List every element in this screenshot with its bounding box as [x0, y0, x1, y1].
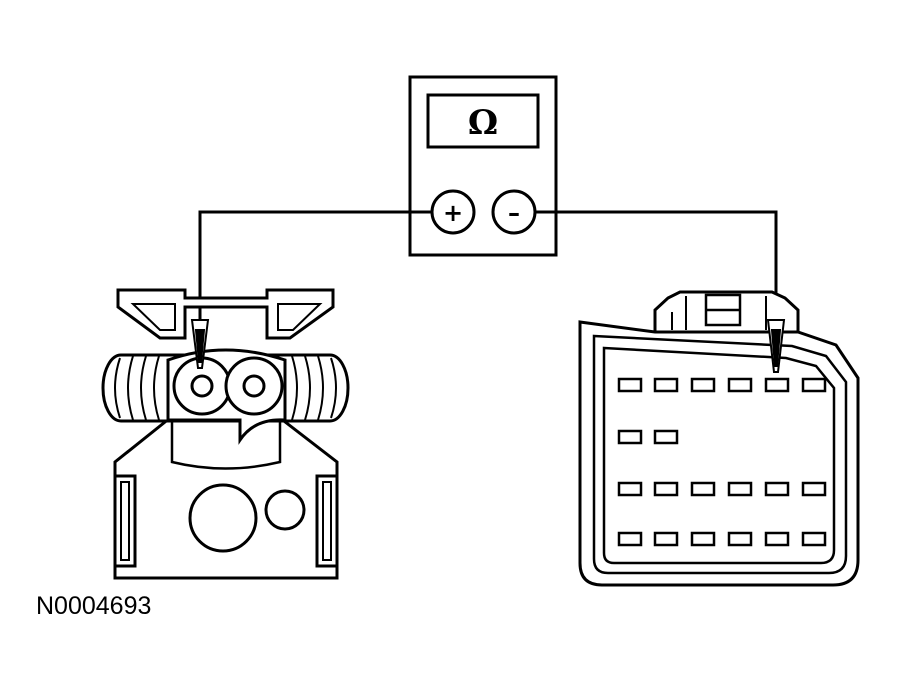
left-connector-icon — [101, 288, 350, 580]
left-side-rail-inner — [120, 481, 130, 561]
left-small-hole — [264, 489, 306, 531]
cavity-row-1 — [617, 377, 827, 393]
left-large-hole — [188, 483, 258, 553]
cavity-row-2 — [617, 429, 679, 445]
left-latch — [116, 288, 335, 340]
left-body-collar — [170, 420, 282, 470]
right-side-rail-inner — [322, 481, 332, 561]
right-shell-face — [602, 346, 836, 565]
ohmmeter-icon — [408, 75, 558, 257]
left-side-rail — [113, 474, 137, 568]
barrel-ribs — [114, 355, 337, 421]
right-shell-inner — [592, 334, 848, 575]
cavity-row-3 — [617, 481, 827, 497]
plus-label: + — [443, 199, 463, 227]
right-connector-icon — [578, 290, 860, 587]
left-latch-inner-right — [277, 303, 323, 331]
positive-lead — [198, 210, 432, 322]
cavity-row-4 — [617, 531, 827, 547]
meter-display — [426, 93, 540, 149]
minus-label: – — [508, 199, 520, 227]
figure-id: N0004693 — [36, 592, 151, 620]
test-leads — [198, 210, 778, 322]
cavity-2-pin — [242, 374, 266, 398]
cavity-1-pin — [190, 374, 214, 398]
ohm-symbol: Ω — [468, 103, 498, 143]
left-latch-inner — [130, 303, 176, 331]
right-side-rail — [315, 474, 339, 568]
probe-icon — [766, 319, 786, 373]
negative-lead — [535, 210, 778, 322]
probe-icon — [190, 319, 210, 369]
